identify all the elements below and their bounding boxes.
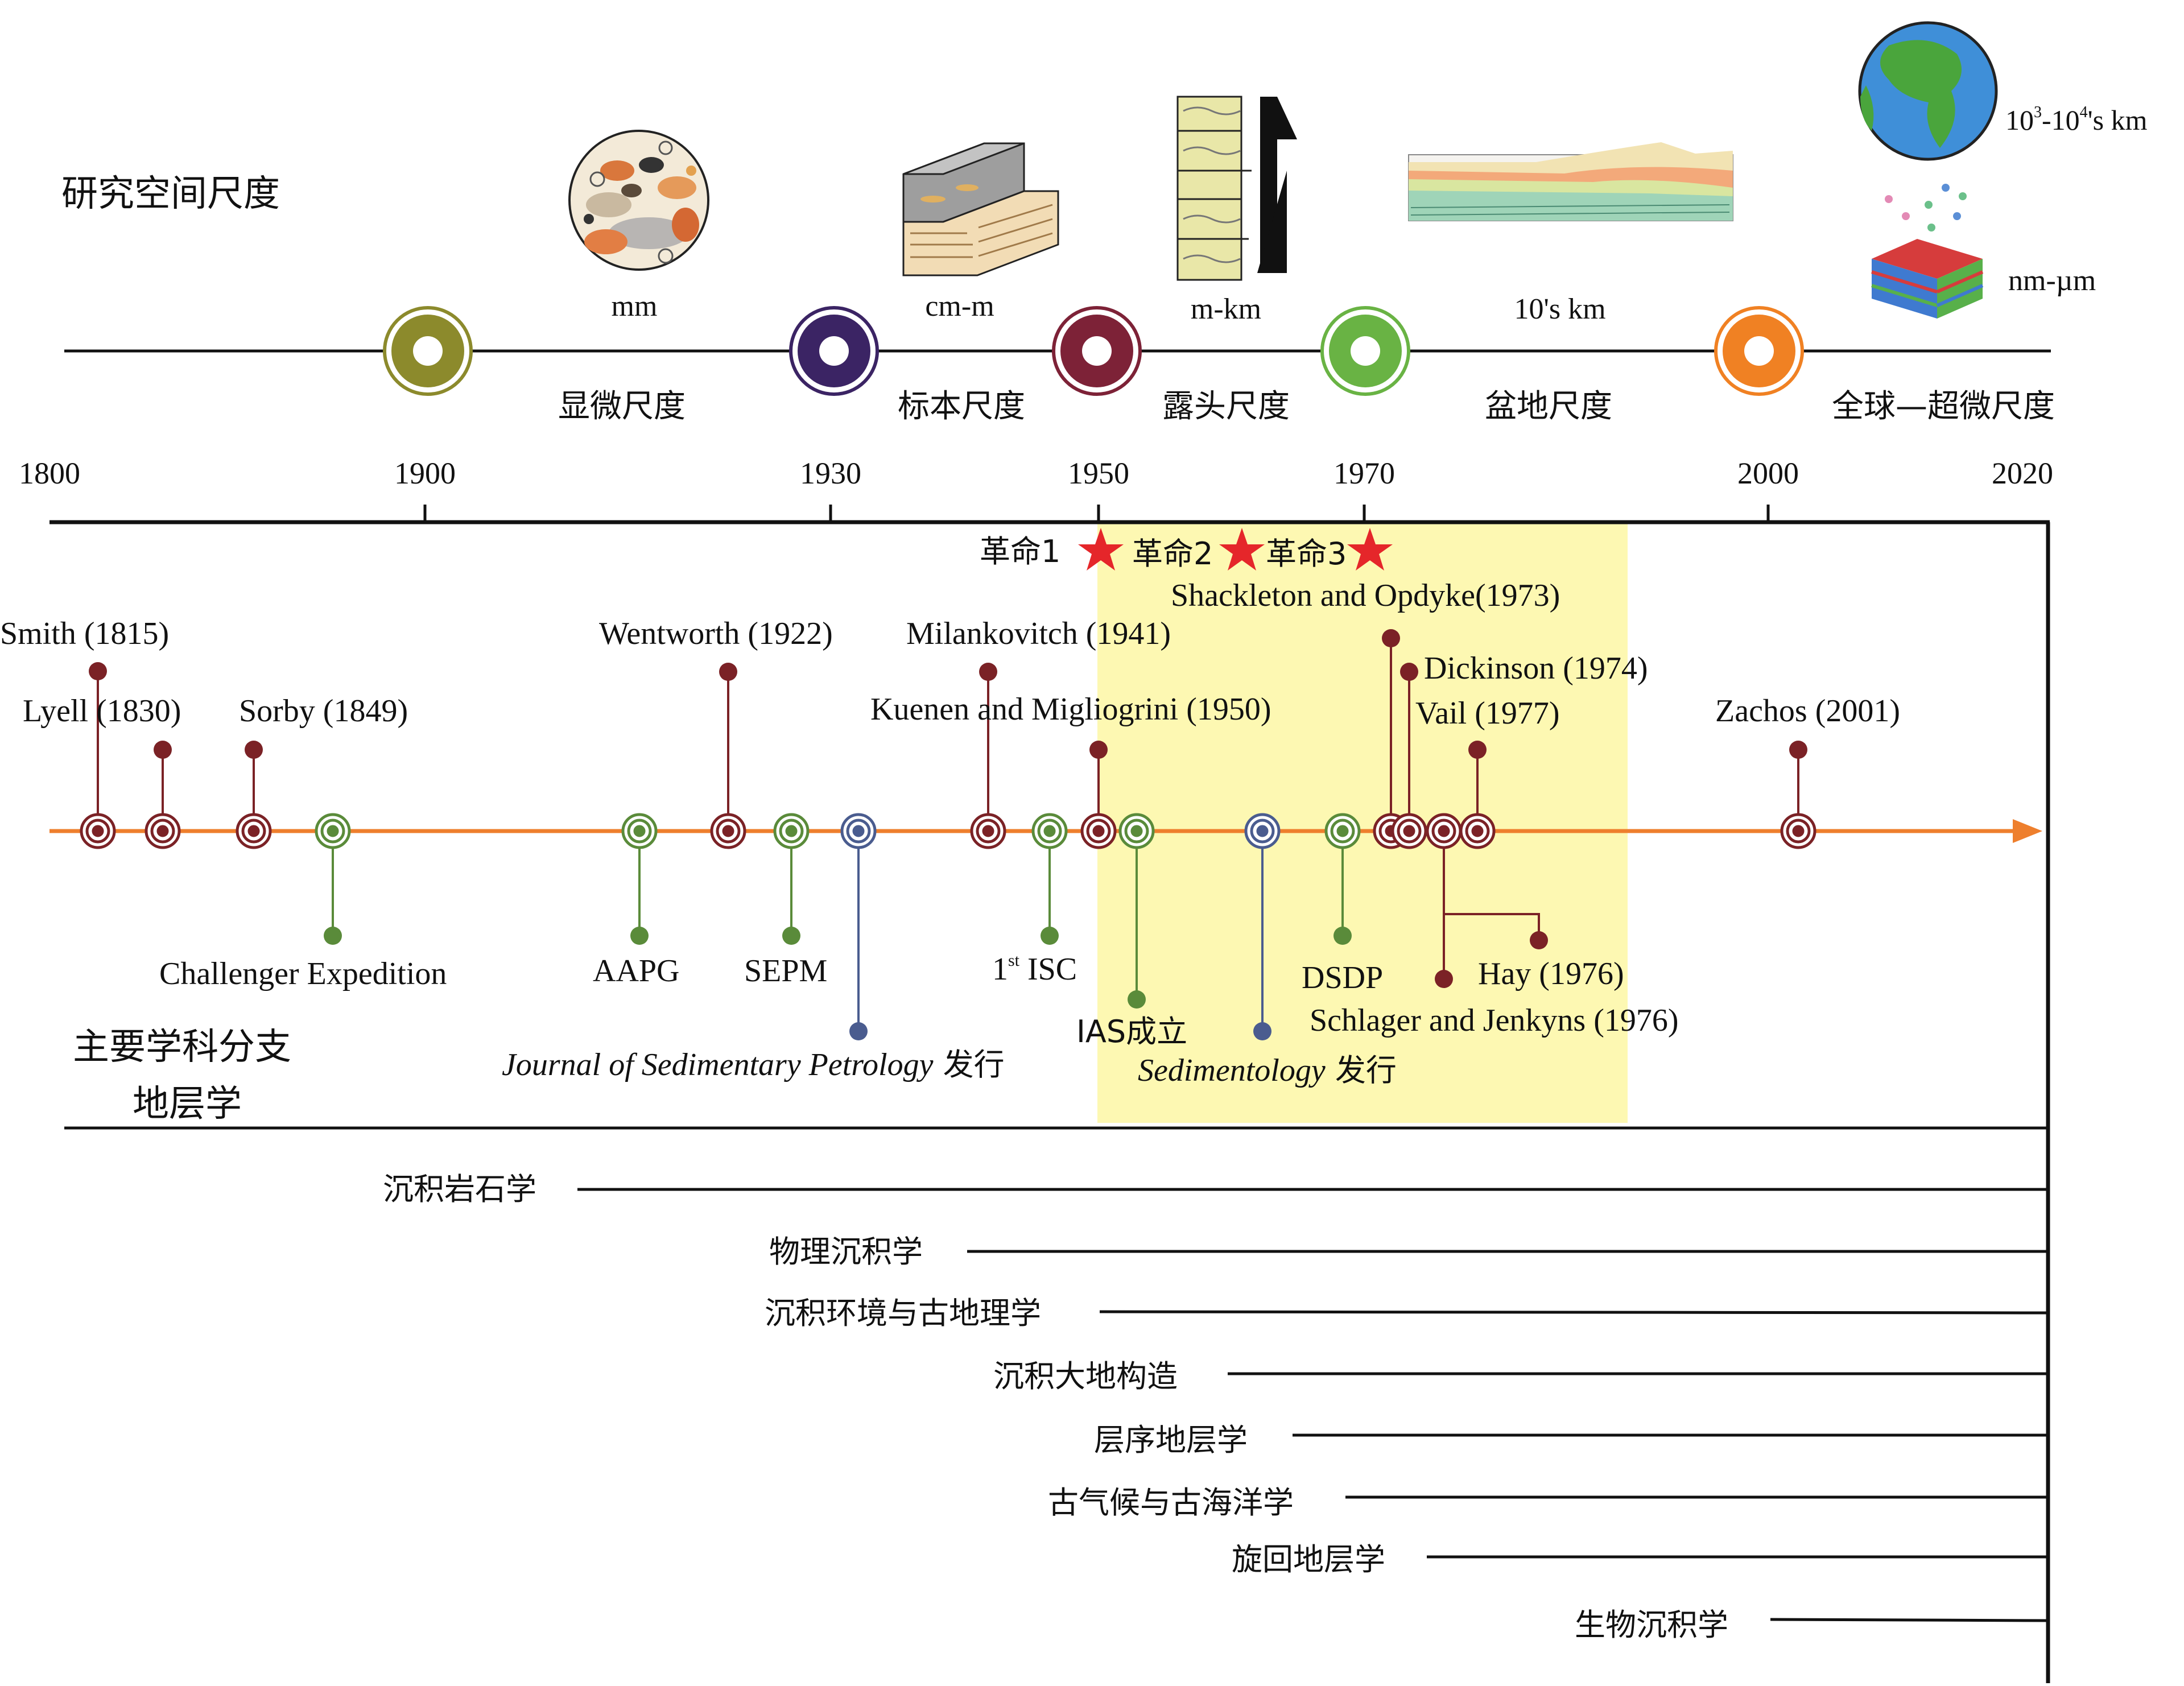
discipline-biosedimentology: 生物沉积学: [1575, 1607, 1728, 1643]
discipline-paleoclimate: 古气候与古海洋学: [1048, 1485, 1294, 1520]
scale-unit-nm-um: nm-µm: [2008, 265, 2096, 297]
event-label-jsp: Journal of Sedimentary Petrology 发行: [502, 1047, 1005, 1082]
bottom-event-dots: [324, 927, 1548, 1040]
revolution-3-star-icon: [1347, 528, 1393, 571]
event-label-vail: Vail (1977): [1415, 696, 1560, 731]
timeline-nodes: [80, 813, 1816, 849]
event-label-1st-isc: 1st ISC: [992, 951, 1077, 987]
event-label-lyell: Lyell (1830): [23, 693, 181, 729]
scale-label-microscopic: 显微尺度: [558, 388, 686, 425]
event-label-sorby: Sorby (1849): [239, 693, 408, 729]
event-label-sedimentology: Sedimentology 发行: [1138, 1052, 1397, 1088]
revolution-2-star-icon: [1219, 528, 1265, 571]
revolution-2-label: 革命2: [1132, 536, 1213, 572]
revolution-1-label: 革命1: [980, 534, 1060, 569]
discipline-sequence-stratigraphy: 层序地层学: [1094, 1422, 1248, 1458]
discipline-cyclostratigraphy: 旋回地层学: [1232, 1542, 1385, 1577]
scale-label-specimen: 标本尺度: [898, 388, 1025, 425]
event-label-dickinson: Dickinson (1974): [1424, 651, 1648, 686]
revolution-3-label: 革命3: [1266, 536, 1347, 572]
event-label-dsdp: DSDP: [1302, 960, 1383, 995]
scale-unit-cm-m: cm-m: [925, 290, 994, 323]
discipline-sedimentary-environment: 沉积环境与古地理学: [765, 1295, 1041, 1331]
scale-unit-10s-km: 10's km: [1514, 293, 1605, 325]
scale-node-1900: [383, 306, 473, 396]
event-label-kuenen: Kuenen and Migliogrini (1950): [870, 692, 1271, 727]
event-label-zachos: Zachos (2001): [1715, 693, 1900, 729]
bottom-event-stems-blue: [857, 842, 1264, 1031]
event-label-sepm: SEPM: [744, 953, 827, 989]
scale-node-1930: [789, 306, 879, 396]
discipline-stratigraphy: 地层学: [133, 1083, 242, 1125]
line-biosedimentology: [1770, 1618, 2049, 1622]
scale-label-basin: 盆地尺度: [1485, 388, 1612, 425]
event-label-wentworth: Wentworth (1922): [599, 616, 833, 651]
bottom-event-stems-green: [332, 842, 1344, 999]
scale-node-1950: [1052, 306, 1142, 396]
year-label-1950: 1950: [1068, 456, 1129, 490]
scale-unit-mm: mm: [612, 290, 658, 323]
scale-node-2000: [1714, 306, 1804, 396]
year-label-1800: 1800: [19, 456, 80, 490]
scale-label-global-ultramicro: 全球—超微尺度: [1832, 388, 2055, 425]
scale-node-1970: [1320, 306, 1410, 396]
event-label-schlager: Schlager and Jenkyns (1976): [1310, 1003, 1679, 1038]
top-event-dots: [89, 629, 1807, 759]
top-event-stems: [97, 638, 1799, 819]
scale-unit-m-km: m-km: [1191, 293, 1261, 325]
year-label-2020: 2020: [1992, 456, 2053, 490]
globe-icon: [1858, 21, 1998, 161]
event-label-challenger: Challenger Expedition: [159, 956, 447, 991]
discipline-physical-sedimentology: 物理沉积学: [769, 1234, 923, 1270]
event-label-aapg: AAPG: [593, 953, 679, 989]
year-label-2000: 2000: [1737, 456, 1799, 490]
revolution-highlight-band: [1097, 522, 1628, 1123]
event-label-ias: IAS成立: [1076, 1014, 1187, 1049]
revolution-1-star-icon: [1078, 528, 1124, 571]
event-label-hay: Hay (1976): [1478, 956, 1624, 991]
line-sedimentary-environment: [1099, 1310, 2049, 1315]
outcrop-column-icon: [1176, 96, 1297, 281]
year-ticks: 1800 1900 1930 1950 1970 2000 2020: [19, 456, 2053, 490]
scale-unit-global: 103-104's km: [2005, 104, 2148, 136]
nano-particle-cube-icon: [1871, 184, 1984, 319]
basin-cross-section-icon: [1408, 142, 1733, 221]
discipline-sedimentary-tectonics: 沉积大地构造: [993, 1358, 1178, 1394]
year-label-1900: 1900: [394, 456, 456, 490]
event-label-smith: Smith (1815): [0, 616, 169, 651]
year-label-1930: 1930: [800, 456, 861, 490]
spatial-scale-title: 研究空间尺度: [61, 173, 280, 215]
discipline-sedimentary-petrology: 沉积岩石学: [383, 1171, 536, 1207]
thin-section-grains-icon: [568, 130, 709, 271]
timeline-arrow-icon: [2013, 819, 2042, 843]
scale-label-outcrop: 露头尺度: [1162, 388, 1290, 425]
event-label-shackleton: Shackleton and Opdyke(1973): [1171, 578, 1560, 613]
year-label-1970: 1970: [1333, 456, 1395, 490]
disciplines-title: 主要学科分支: [73, 1026, 291, 1068]
event-label-milankovitch: Milankovitch (1941): [906, 616, 1171, 651]
rock-sample-block-icon: [902, 142, 1059, 276]
